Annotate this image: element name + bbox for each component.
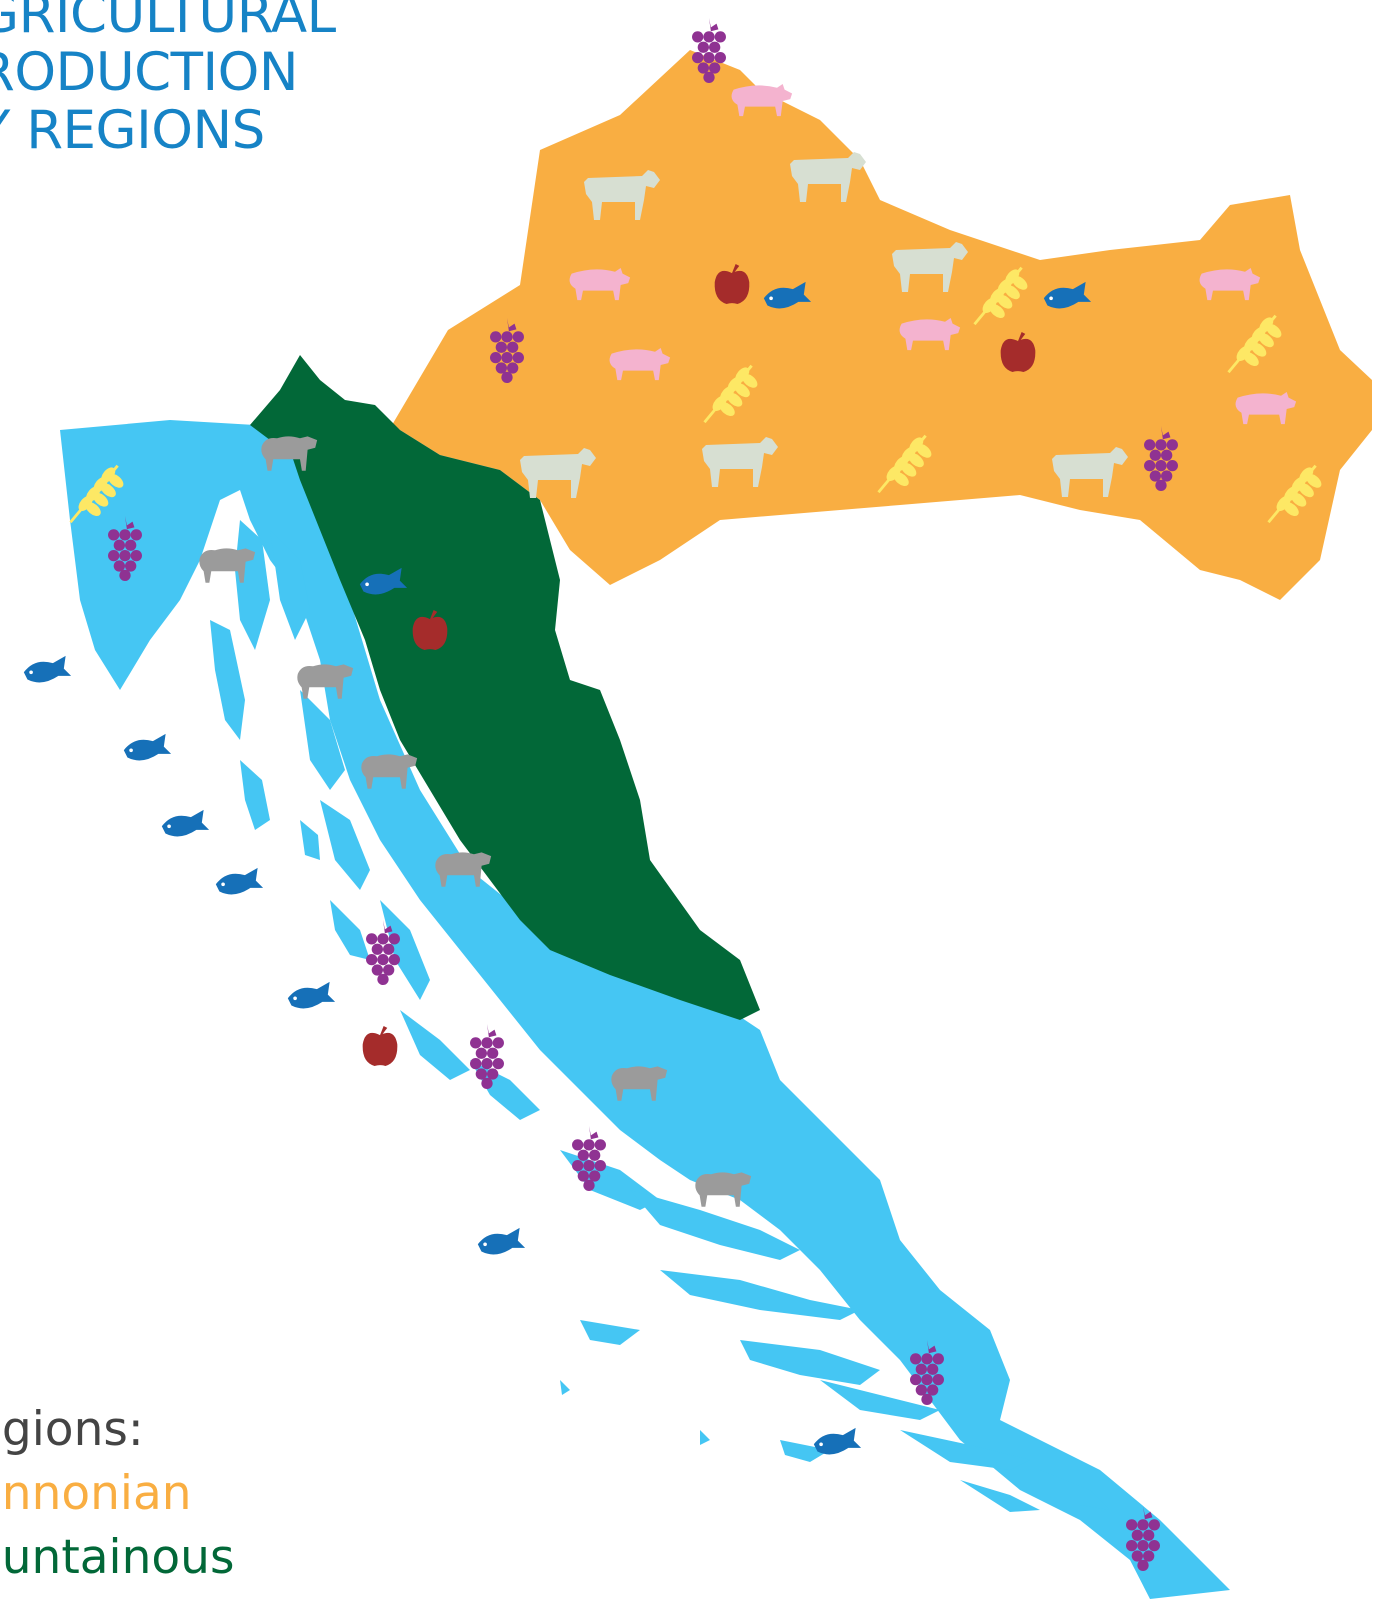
- apple-icon: [362, 1026, 398, 1066]
- fish-icon: [813, 1427, 862, 1455]
- legend-item-mountainous: ountainous: [0, 1530, 235, 1585]
- legend-heading: egions:: [0, 1402, 144, 1457]
- fish-icon: [161, 809, 210, 837]
- legend: egions: annonian ountainous: [0, 1398, 234, 1590]
- fish-icon: [123, 733, 172, 761]
- fish-icon: [215, 867, 264, 895]
- title-line-3: Y REGIONS: [0, 100, 265, 161]
- map-title: GRICULTURAL RODUCTION Y REGIONS: [0, 0, 336, 160]
- title-line-2: RODUCTION: [0, 42, 299, 103]
- fish-icon: [23, 655, 72, 683]
- fish-icon: [287, 981, 336, 1009]
- adriatic-region: [60, 420, 1230, 1599]
- mountainous-region: [250, 355, 760, 1020]
- title-line-1: GRICULTURAL: [0, 0, 336, 45]
- legend-item-pannonian: annonian: [0, 1466, 192, 1521]
- fish-icon: [477, 1227, 526, 1255]
